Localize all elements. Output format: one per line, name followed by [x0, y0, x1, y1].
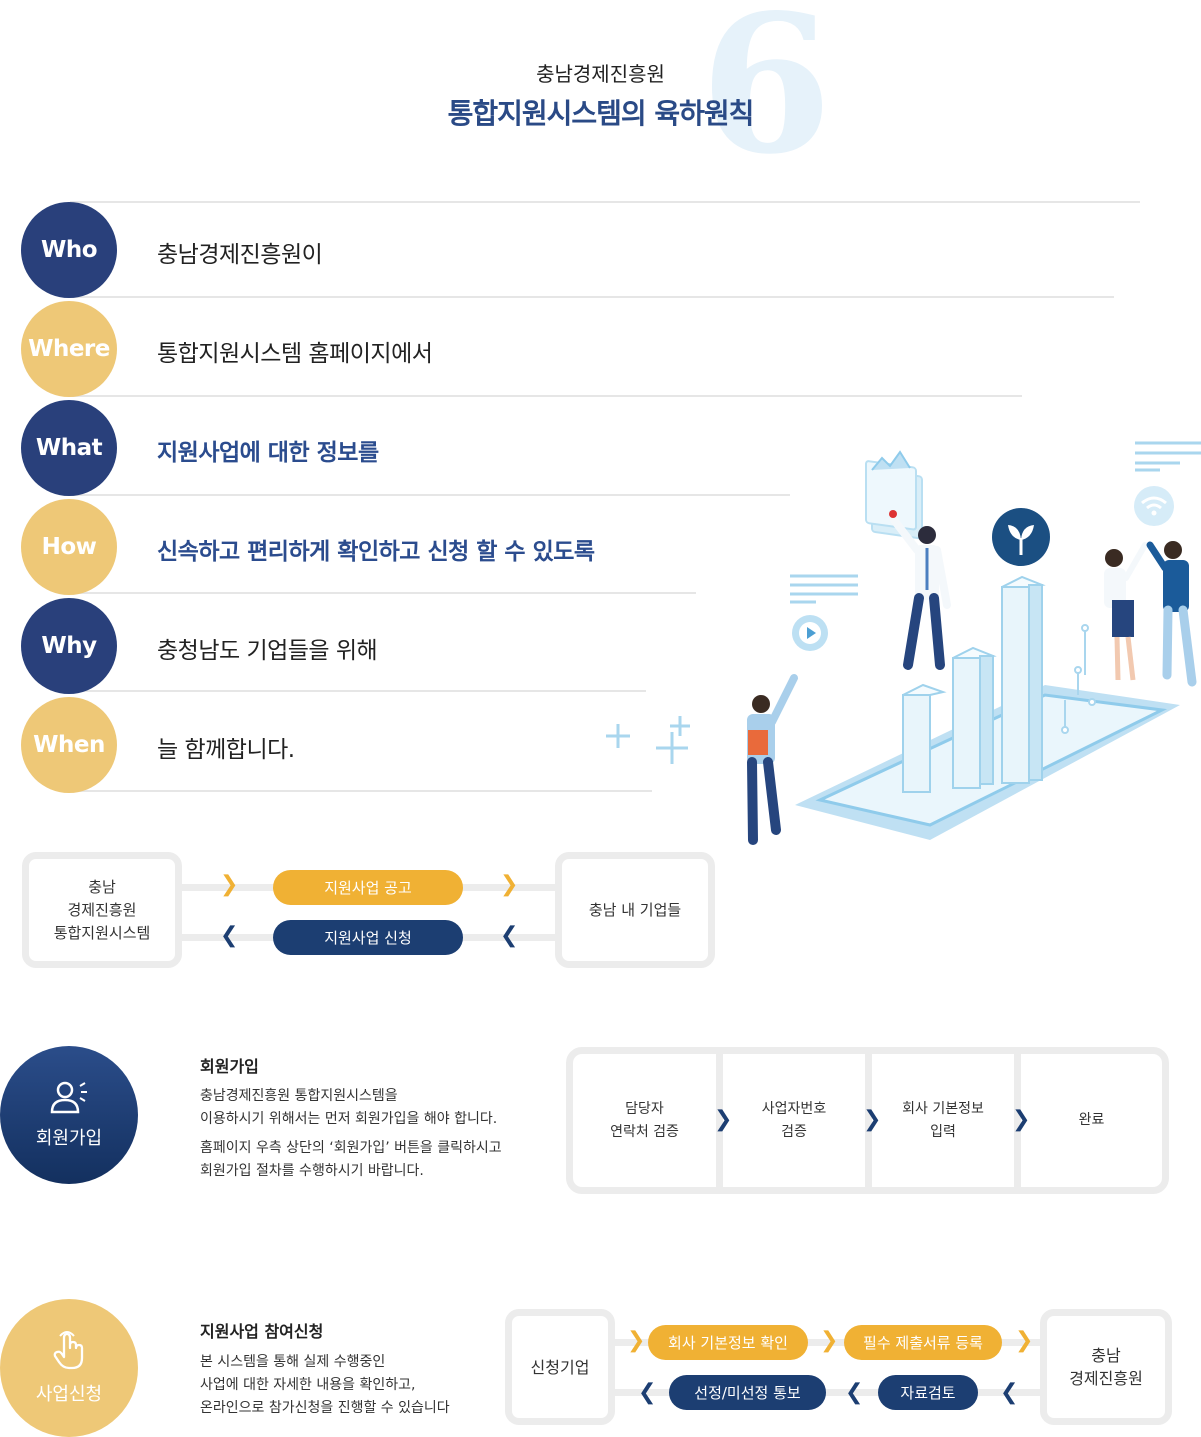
chevron-left-icon: ❮: [500, 923, 519, 948]
chevron-right-icon: ❯: [500, 872, 519, 897]
chevron-right-icon: ❯: [220, 872, 239, 897]
row-divider: [70, 494, 790, 496]
apply-description: 본 시스템을 통해 실제 수행중인 사업에 대한 자세한 내용을 확인하고, 온…: [200, 1354, 450, 1416]
header-subtitle: 충남경제진흥원: [536, 62, 665, 86]
person-illustration: [747, 674, 798, 845]
chevron-right-icon: ❯: [820, 1328, 839, 1353]
org-box-line: 경제진흥원: [67, 900, 137, 919]
row-divider: [70, 296, 1114, 298]
principle-circle-when: When: [21, 697, 117, 793]
org-box-line: 충남: [88, 877, 116, 896]
business-growth-illustration: [606, 441, 1201, 845]
applicant-box: 신청기업: [505, 1309, 615, 1425]
wifi-icon: [1134, 486, 1174, 526]
principle-text-where: 통합지원시스템 홈페이지에서: [157, 341, 433, 367]
join-circle: 회원가입: [0, 1046, 138, 1184]
principle-text-what: 지원사업에 대한 정보를: [157, 440, 379, 466]
agency-box: 충남 경제진흥원: [1040, 1309, 1172, 1425]
chevron-left-icon: ❮: [845, 1380, 864, 1405]
chevron-left-icon: ❮: [1000, 1380, 1019, 1405]
apply-circle: 사업신청: [0, 1299, 138, 1437]
person-illustration: [889, 510, 951, 670]
org-box: 충남 경제진흥원 통합지원시스템: [22, 852, 182, 968]
sprout-icon: [992, 508, 1050, 566]
hand-pointer-icon: [53, 1331, 84, 1370]
flow-connector: [615, 1339, 1040, 1346]
step-company-info-pill: 회사 기본정보 확인: [648, 1325, 808, 1360]
chevron-right-icon: ❯: [863, 1107, 882, 1132]
application-pill: 지원사업 신청: [273, 920, 463, 955]
announcement-pill: 지원사업 공고: [273, 870, 463, 905]
chevron-right-icon: ❯: [1012, 1107, 1031, 1132]
step-divider: [716, 1054, 723, 1187]
org-box-line: 통합지원시스템: [53, 923, 151, 942]
chevron-left-icon: ❮: [220, 923, 239, 948]
principle-text-when: 늘 함께합니다.: [157, 737, 295, 763]
step-documents-pill: 필수 제출서류 등록: [844, 1325, 1002, 1360]
row-divider: [70, 690, 646, 692]
apply-title: 지원사업 참여신청: [200, 1322, 324, 1341]
principle-text-why: 충청남도 기업들을 위해: [157, 638, 378, 664]
principle-circle-why: Why: [21, 598, 117, 694]
step-review-pill: 자료검토: [878, 1375, 978, 1410]
plus-decoration-icon: [606, 716, 690, 764]
agency-box-line: 충남: [1091, 1346, 1121, 1365]
row-divider: [70, 790, 652, 792]
row-divider: [70, 395, 1022, 397]
principle-circle-what: What: [21, 400, 117, 496]
principle-circle-where: Where: [21, 301, 117, 397]
join-description: 충남경제진흥원 통합지원시스템을 이용하시기 위해서는 먼저 회원가입을 해야 …: [200, 1088, 502, 1179]
principle-text-who: 충남경제진흥원이: [157, 242, 323, 268]
principle-text-how: 신속하고 편리하게 확인하고 신청 할 수 있도록: [157, 539, 595, 565]
principle-circle-how: How: [21, 499, 117, 595]
chevron-right-icon: ❯: [714, 1107, 733, 1132]
row-divider: [70, 592, 696, 594]
play-icon: [792, 615, 828, 651]
applicant-box-label: 신청기업: [530, 1357, 590, 1377]
companies-box-label: 충남 내 기업들: [588, 900, 682, 919]
step-result-pill: 선정/미선정 통보: [669, 1375, 826, 1410]
header-decoration: 6: [700, 0, 833, 196]
step-divider: [865, 1054, 872, 1187]
chevron-right-icon: ❯: [627, 1328, 646, 1353]
principle-circle-who: Who: [21, 202, 117, 298]
join-circle-label: 회원가입: [35, 1128, 103, 1149]
flow-connector: [615, 1389, 1040, 1396]
join-title: 회원가입: [200, 1057, 259, 1076]
chevron-left-icon: ❮: [638, 1380, 657, 1405]
user-icon: [50, 1081, 87, 1114]
step-divider: [1014, 1054, 1021, 1187]
row-divider: [70, 201, 1140, 203]
chart-card-icon: [865, 450, 923, 540]
agency-box-line: 경제진흥원: [1069, 1369, 1143, 1388]
join-step-4: 완료: [1078, 1112, 1105, 1128]
page-title: 통합지원시스템의 육하원칙: [447, 97, 755, 130]
apply-circle-label: 사업신청: [35, 1384, 103, 1405]
people-illustration: [1104, 541, 1197, 687]
companies-box: 충남 내 기업들: [555, 852, 715, 968]
bar-chart-illustration: [902, 575, 1046, 793]
chevron-right-icon: ❯: [1015, 1328, 1034, 1353]
